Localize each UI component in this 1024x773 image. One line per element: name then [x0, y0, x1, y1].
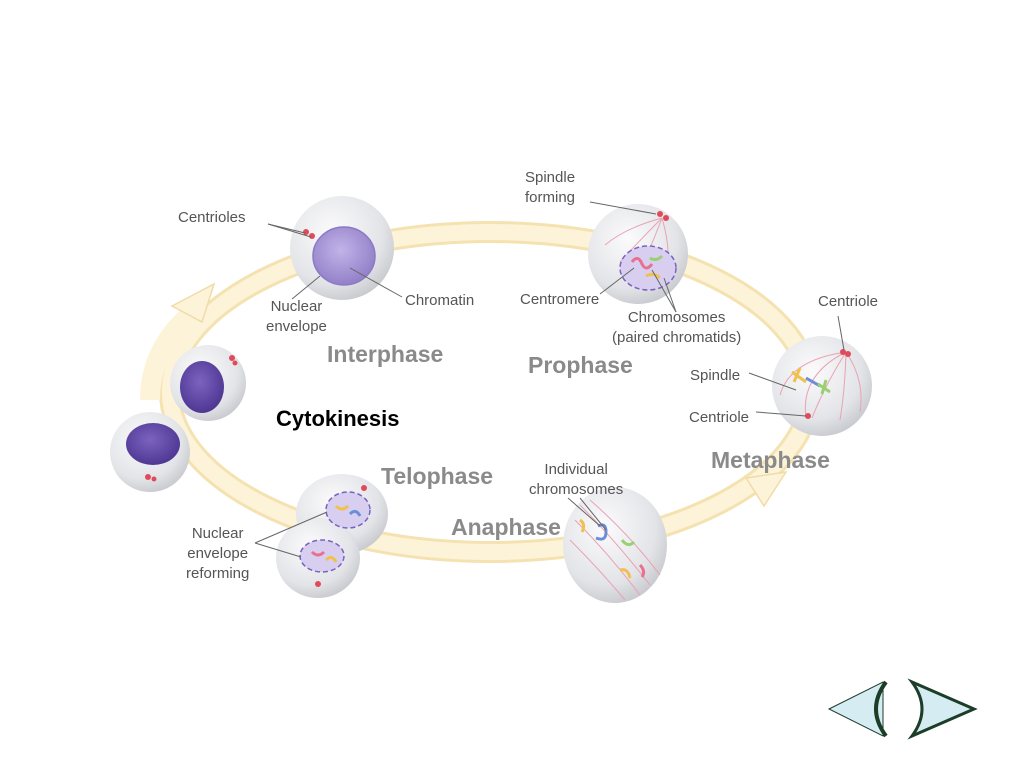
centriole-icon — [303, 229, 309, 235]
centriole-icon — [309, 233, 315, 239]
phase-telophase: Telophase — [381, 463, 494, 489]
metaphase-cell — [748, 315, 872, 436]
phase-cytokinesis: Cytokinesis — [276, 406, 400, 431]
next-button[interactable] — [907, 678, 978, 740]
label-line: Nuclear — [270, 298, 323, 315]
label-centriole-bottom: Centriole — [689, 409, 750, 426]
label-chromatin: Chromatin — [405, 292, 475, 309]
cycle-arrow-right — [744, 471, 788, 508]
label-line: reforming — [186, 565, 250, 582]
cycle-arrow-left — [170, 282, 216, 324]
label-centriole-top: Centriole — [818, 293, 879, 310]
label-line: Spindle — [525, 169, 576, 186]
label-spindle-forming: Spindle forming — [525, 168, 575, 208]
label-line: envelope — [266, 318, 327, 335]
left-arrow-icon — [827, 681, 884, 737]
label-chromosomes: Chromosomes (paired chromatids) — [612, 308, 741, 348]
label-individual-chromosomes: Individual chromosomes — [529, 460, 623, 500]
label-line: forming — [525, 189, 576, 206]
phase-anaphase: Anaphase — [451, 514, 561, 540]
interphase-cell — [267, 196, 403, 300]
right-arrow-icon — [907, 678, 978, 740]
telophase-cell — [254, 474, 388, 598]
label-nuclear-envelope-reforming: Nuclear envelope reforming — [186, 524, 249, 584]
label-centrioles: Centrioles — [178, 209, 246, 226]
cycle-ring — [140, 221, 821, 563]
daughter-cell-upper — [170, 345, 246, 421]
prophase-cell — [588, 201, 688, 313]
label-line: Individual — [544, 461, 608, 478]
anaphase-cell — [563, 487, 667, 603]
daughter-cell-lower — [110, 412, 190, 492]
label-line: Nuclear — [191, 525, 244, 542]
label-line: envelope — [187, 545, 249, 562]
phase-interphase: Interphase — [327, 341, 444, 367]
label-line: chromosomes — [529, 481, 624, 498]
phase-prophase: Prophase — [528, 352, 633, 378]
label-line: (paired chromatids) — [612, 329, 742, 346]
label-spindle: Spindle — [690, 367, 741, 384]
label-centromere: Centromere — [520, 291, 600, 308]
label-nuclear-envelope: Nuclear envelope — [266, 297, 327, 337]
label-line: Chromosomes — [627, 309, 726, 326]
prev-button[interactable] — [827, 680, 888, 738]
phase-metaphase: Metaphase — [711, 447, 830, 473]
